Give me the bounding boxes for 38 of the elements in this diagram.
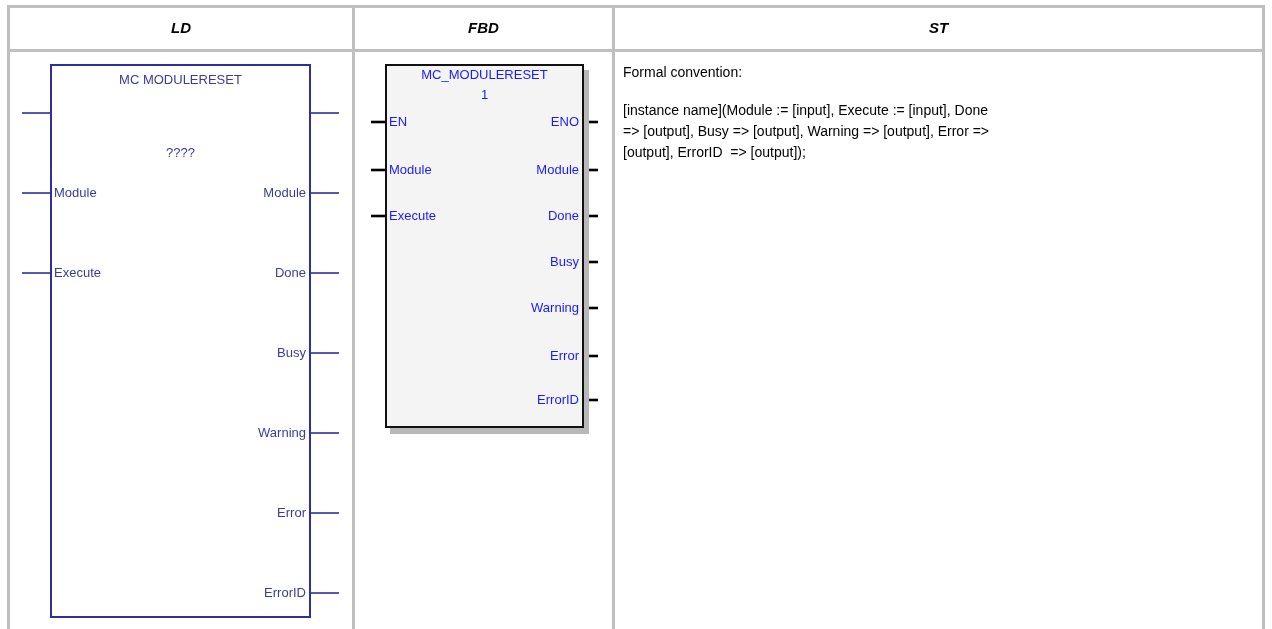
pin-label: Warning bbox=[258, 425, 306, 441]
pin-label: Module bbox=[536, 162, 579, 178]
pin-line bbox=[310, 592, 340, 594]
column-header: LD bbox=[170, 19, 192, 37]
pin-line bbox=[21, 192, 51, 194]
pin-label: Execute bbox=[54, 265, 101, 281]
pin-label: Execute bbox=[389, 208, 436, 224]
pin-label: Error bbox=[277, 505, 306, 521]
pin-label: EN bbox=[389, 114, 408, 130]
pin-line bbox=[310, 272, 340, 274]
instance-name-field: ???? bbox=[52, 145, 309, 161]
block-title: MC MODULERESET bbox=[118, 72, 243, 88]
pin-line bbox=[310, 192, 340, 194]
pin-line bbox=[310, 352, 340, 354]
pin-label: Module bbox=[263, 185, 306, 201]
block-title: MC_MODULERESET bbox=[420, 67, 549, 83]
pin-label: Done bbox=[547, 208, 579, 224]
pin-line bbox=[310, 432, 340, 434]
pin-label: ENO bbox=[550, 114, 579, 130]
pin-label: Done bbox=[274, 265, 306, 281]
column-header: ST bbox=[927, 19, 950, 37]
pin-label: Warning bbox=[531, 300, 579, 316]
code-text: Formal convention: bbox=[623, 63, 744, 82]
code-text: [instance name](Module := [input], Execute := [input], Done => [output], Busy => [output], Warning => [output], Error => [output], ErrorID => [output]); bbox=[623, 101, 991, 162]
function-block bbox=[50, 64, 311, 618]
pin-label: Module bbox=[54, 185, 97, 201]
pin-line bbox=[310, 512, 340, 514]
pin-label: Busy bbox=[550, 254, 579, 270]
column-header: FBD bbox=[467, 19, 500, 37]
pin-label: Busy bbox=[277, 345, 306, 361]
pin-label: Error bbox=[550, 348, 579, 364]
instance-number: 1 bbox=[479, 87, 490, 103]
pin-label: Module bbox=[389, 162, 432, 178]
pin-line bbox=[310, 112, 340, 114]
pin-line bbox=[21, 112, 51, 114]
pin-line bbox=[21, 272, 51, 274]
pin-label: ErrorID bbox=[537, 392, 579, 408]
pin-label: ErrorID bbox=[264, 585, 306, 601]
